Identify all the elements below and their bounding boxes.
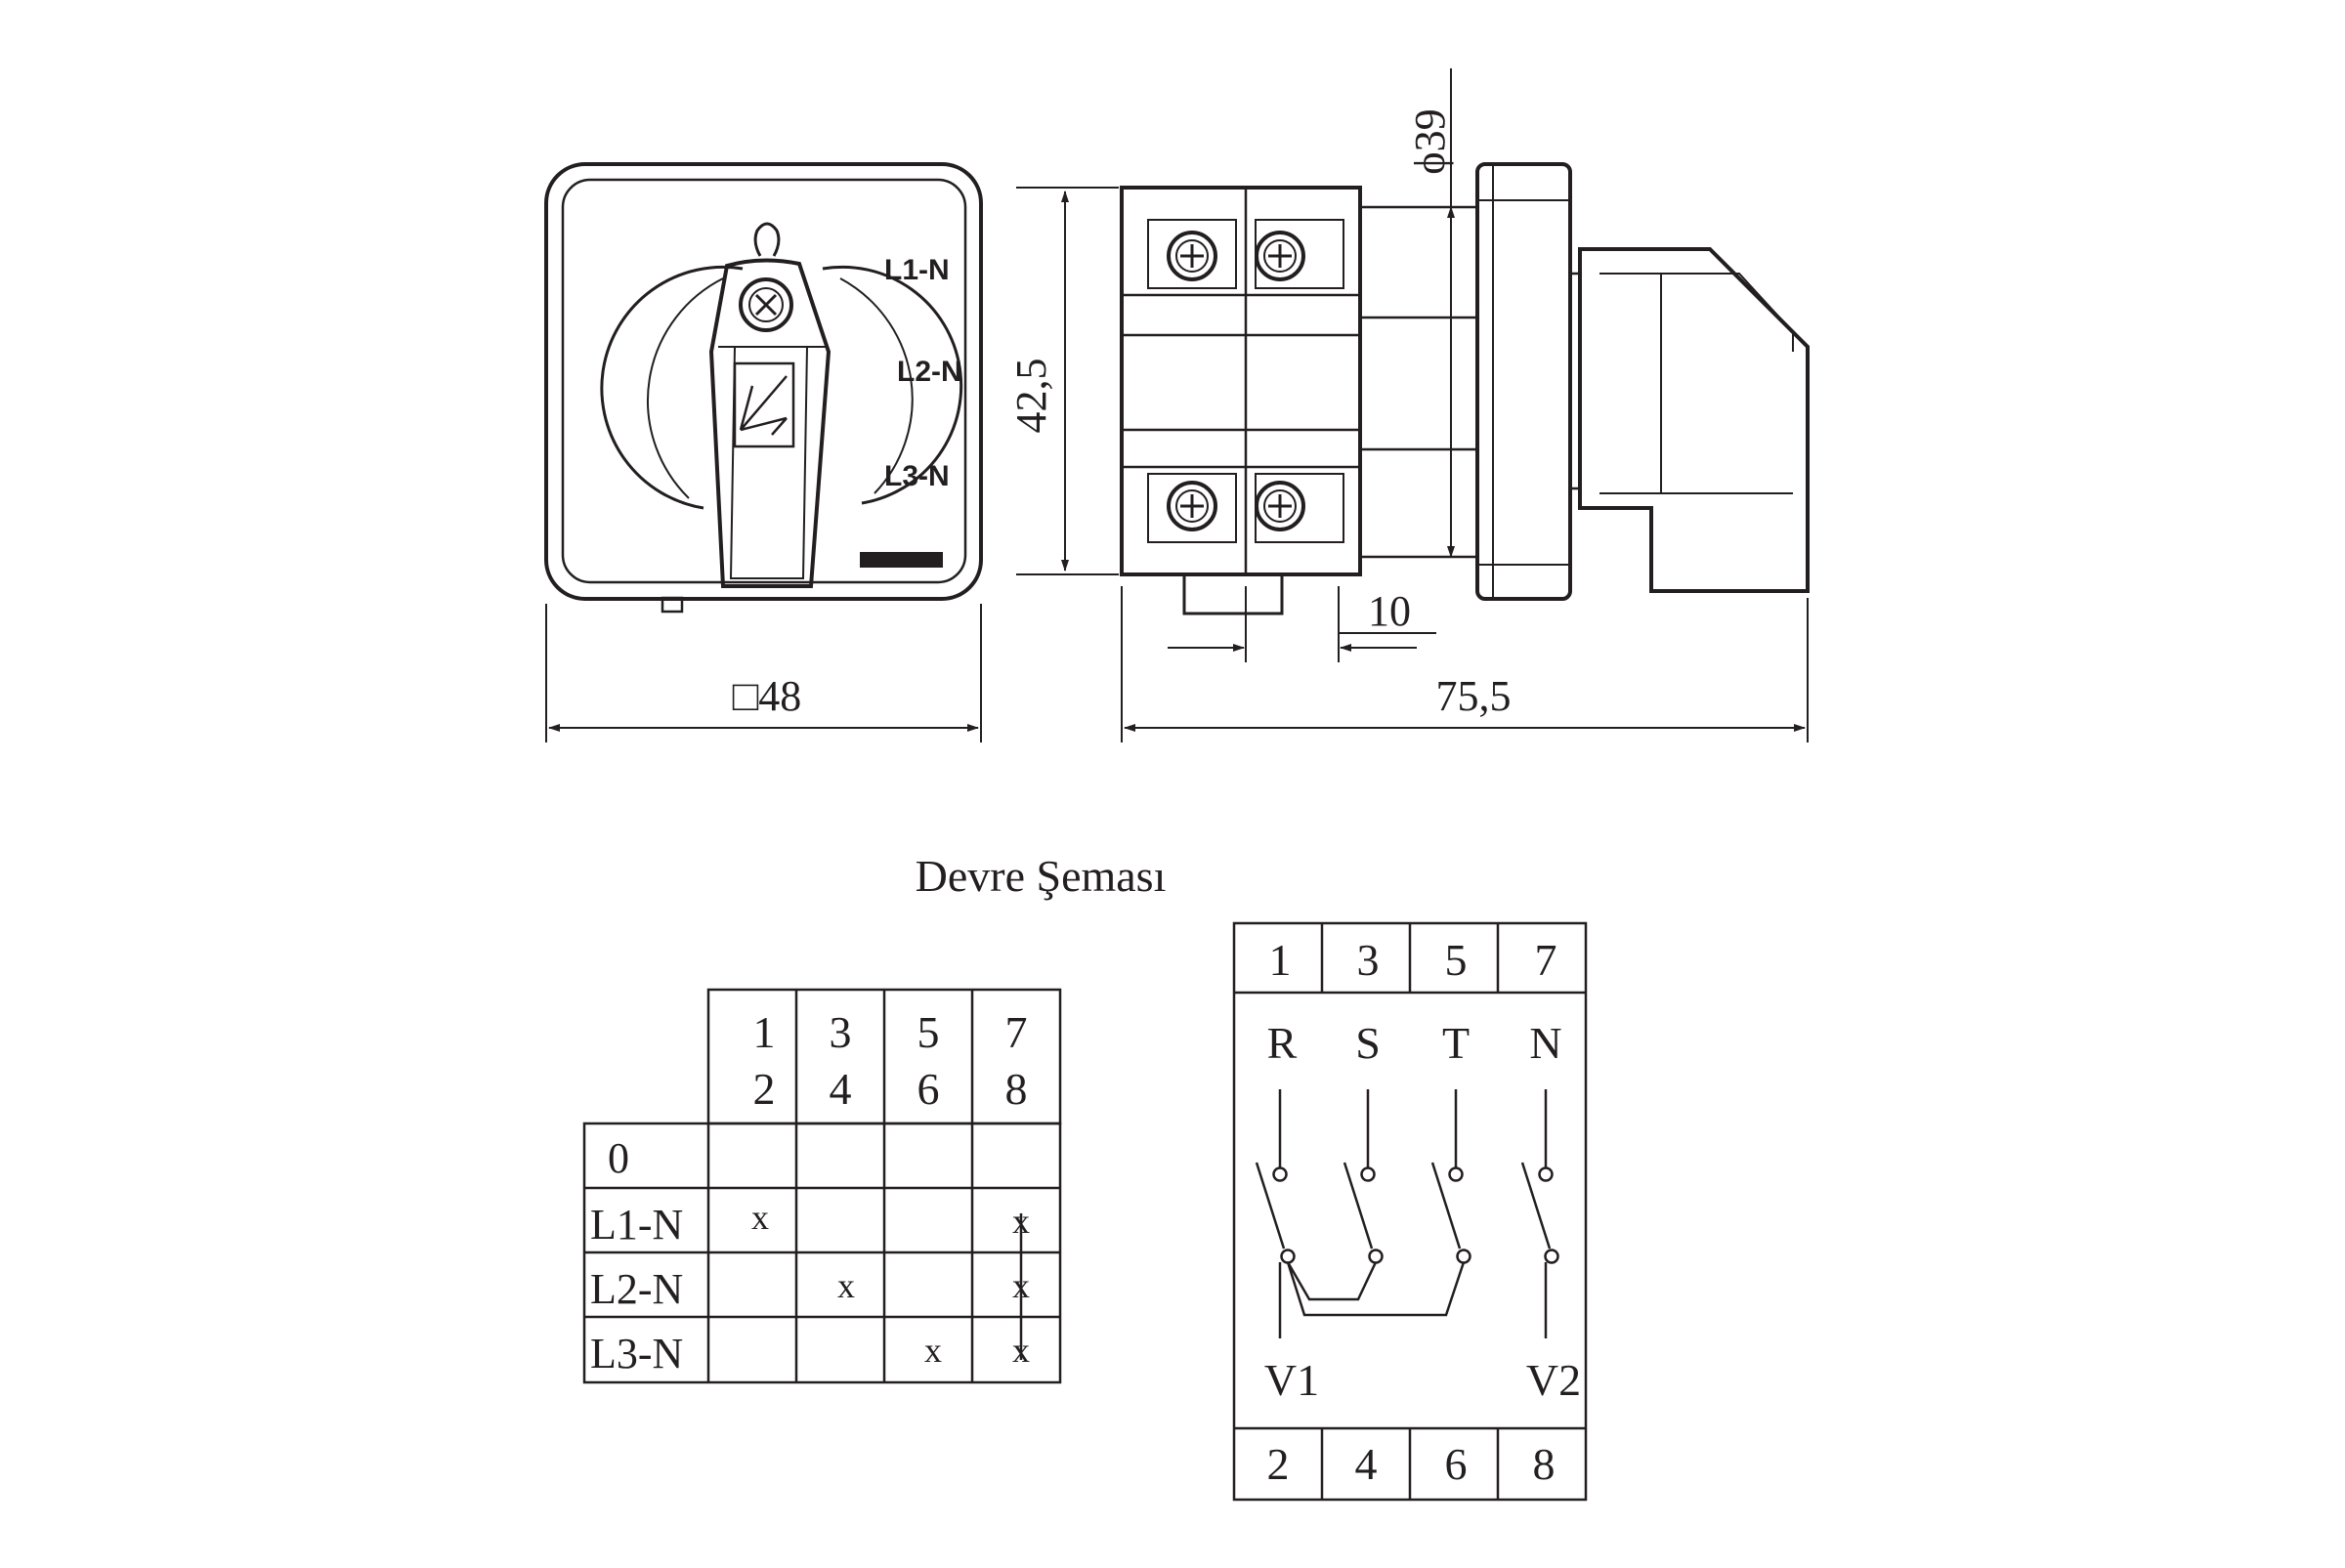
- dim-offset-label: 10: [1368, 587, 1411, 635]
- terminal-bottom-6: 6: [1445, 1439, 1468, 1489]
- terminal-bottom-4: 4: [1355, 1439, 1378, 1489]
- bottom-latch: [661, 596, 684, 614]
- handle-screw-icon: [739, 277, 793, 332]
- contact-upper-7: [1538, 1166, 1554, 1182]
- cell-marks: x x x x x x: [751, 1198, 1030, 1370]
- wiring-frame: [1232, 921, 1588, 1502]
- handle-profile-inner: [1599, 273, 1662, 494]
- dial-arc-left-outer: [647, 277, 724, 499]
- dial-arc-right-outer: [839, 277, 914, 494]
- dim-diameter-label: ϕ39: [1406, 108, 1454, 174]
- pointer-tip: [753, 222, 781, 257]
- handle-profile-edge: [1661, 273, 1794, 352]
- terminal-block: [1120, 186, 1362, 576]
- terminal-window-3: [1147, 473, 1237, 543]
- phase-n: N: [1529, 1018, 1561, 1068]
- switch-handle: [708, 258, 831, 588]
- terminal-screw-icon: [1167, 231, 1217, 281]
- row-label-l3: L3-N: [590, 1330, 683, 1377]
- front-bezel-outer: [544, 162, 983, 601]
- header-top-3: 3: [830, 1007, 852, 1057]
- handle-screw-ring: [748, 287, 784, 322]
- dial-arc-left: [600, 265, 744, 510]
- switch-blade: [1430, 1162, 1462, 1250]
- contact-upper-5: [1448, 1166, 1464, 1182]
- position-label-l2: L2-N: [897, 356, 962, 388]
- terminal-top-3: 3: [1357, 935, 1380, 985]
- contact-upper-1: [1272, 1166, 1288, 1182]
- handle-screw-cross: [754, 293, 778, 317]
- handle-grip: [729, 346, 809, 579]
- contact-lower-8: [1544, 1249, 1559, 1264]
- row-label-l2: L2-N: [590, 1265, 683, 1313]
- cell-mark: x: [751, 1198, 769, 1237]
- handle-profile: [1578, 247, 1810, 593]
- phase-r: R: [1267, 1018, 1298, 1068]
- output-v1: V1: [1264, 1355, 1319, 1405]
- contact-lower-2: [1280, 1249, 1296, 1264]
- switching-table: 1 2 3 4 5 6 7 8 0 L1-N L2-N L3-N x x x x: [582, 988, 1062, 1384]
- header-top-5: 5: [917, 1007, 940, 1057]
- phase-s: S: [1355, 1018, 1381, 1068]
- terminal-screw-icon: [1255, 481, 1305, 531]
- front-bezel-inner: [561, 178, 967, 584]
- contact-lower-4: [1368, 1249, 1384, 1264]
- terminal-top-7: 7: [1535, 935, 1557, 985]
- schema-title: Devre Şeması: [916, 851, 1167, 901]
- header-bottom-2: 2: [753, 1064, 776, 1114]
- terminal-window-1: [1147, 219, 1237, 289]
- dim-length-label: 75,5: [1436, 672, 1512, 720]
- row-label-0: 0: [608, 1134, 629, 1182]
- position-label-l3: L3-N: [884, 460, 950, 492]
- logo-icon: [733, 361, 795, 448]
- mounting-foot: [1182, 572, 1284, 615]
- row-label-l1: L1-N: [590, 1201, 683, 1249]
- front-view: L1-N L2-N L3-N □48: [544, 162, 983, 742]
- dial-arc-right: [822, 265, 963, 505]
- contact-lower-6: [1456, 1249, 1471, 1264]
- switch-blade: [1520, 1162, 1552, 1250]
- cell-mark: x: [924, 1331, 942, 1370]
- side-view: 42,5 ϕ39 10 75,5: [1007, 68, 1810, 742]
- logo-mark: [739, 375, 788, 436]
- terminal-bottom-8: 8: [1533, 1439, 1556, 1489]
- cell-mark: x: [1012, 1202, 1030, 1241]
- terminal-top-5: 5: [1445, 935, 1468, 985]
- output-v2: V2: [1526, 1355, 1581, 1405]
- contact-upper-3: [1360, 1166, 1376, 1182]
- terminal-screw-icon: [1255, 231, 1305, 281]
- terminal-bottom-2: 2: [1267, 1439, 1290, 1489]
- front-panel-plate: [1475, 162, 1572, 601]
- cell-mark: x: [1012, 1331, 1030, 1370]
- dim-width-label: □48: [733, 672, 802, 720]
- phase-t: T: [1442, 1018, 1470, 1068]
- cell-mark: x: [1012, 1266, 1030, 1305]
- wiring-diagram: 1 3 5 7 R S T N V1 V2: [1232, 921, 1588, 1502]
- position-label-l1: L1-N: [884, 254, 950, 286]
- header-top-7: 7: [1005, 1007, 1028, 1057]
- bus-line-long: [1286, 1261, 1466, 1317]
- header-bottom-8: 8: [1005, 1064, 1028, 1114]
- dim-height-label: 42,5: [1007, 359, 1055, 434]
- cell-mark: x: [837, 1266, 855, 1305]
- switch-blade: [1343, 1162, 1374, 1250]
- name-plate: [860, 552, 943, 568]
- bus-line-short: [1286, 1261, 1378, 1301]
- header-bottom-4: 4: [830, 1064, 852, 1114]
- header-bottom-6: 6: [917, 1064, 940, 1114]
- terminal-screw-icon: [1167, 481, 1217, 531]
- switch-blade: [1255, 1162, 1286, 1250]
- header-top-1: 1: [753, 1007, 776, 1057]
- terminal-top-1: 1: [1269, 935, 1292, 985]
